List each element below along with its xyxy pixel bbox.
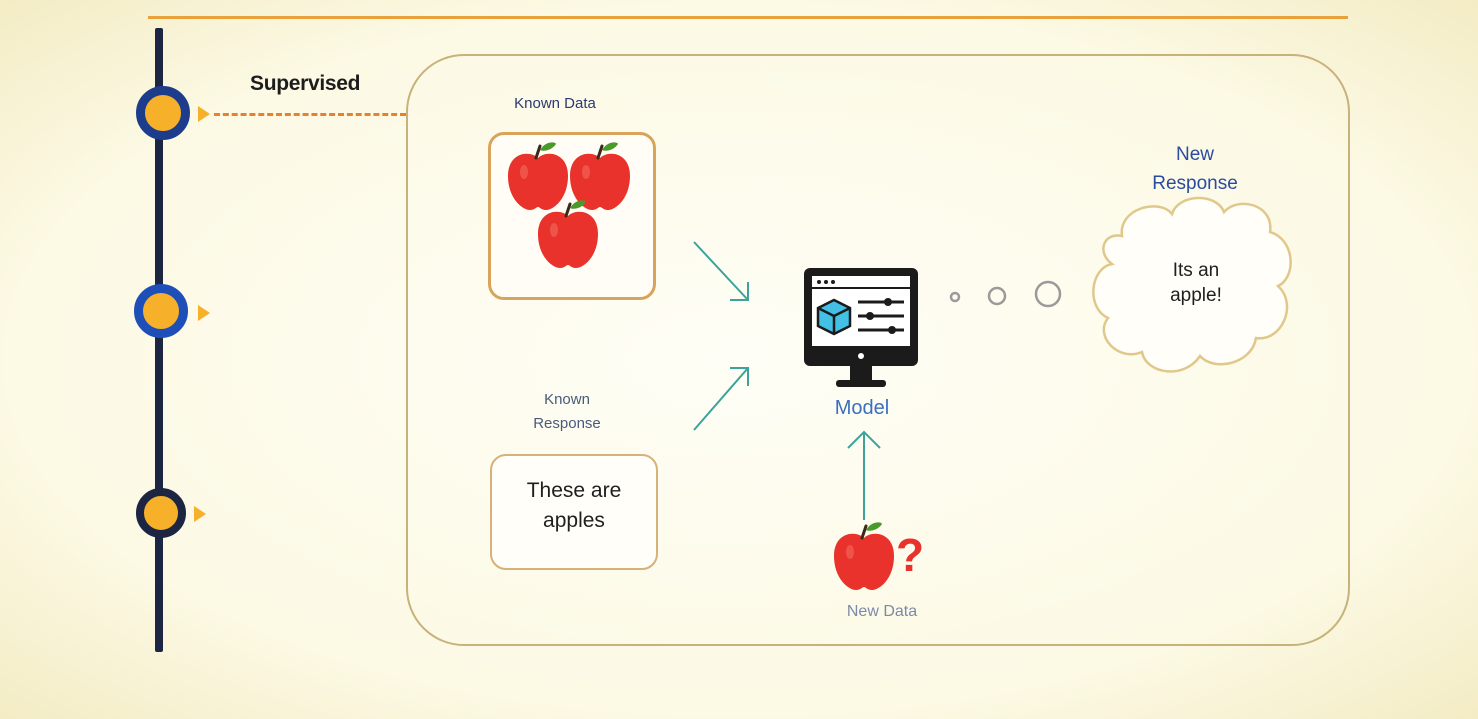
- arrow-known-data-to-model: [693, 241, 749, 301]
- known-response-label: Known Response: [504, 388, 630, 436]
- timeline-line: [155, 28, 163, 652]
- timeline-node-3[interactable]: [136, 488, 186, 538]
- supervised-connector: [214, 113, 406, 116]
- timeline-node-supervised[interactable]: [136, 86, 190, 140]
- node-pointer-1: [198, 106, 210, 122]
- diagram-panel: [406, 54, 1350, 646]
- new-data-label: New Data: [846, 603, 918, 620]
- new-response-label-line1: New: [1175, 144, 1214, 165]
- known-response-box: [490, 454, 658, 570]
- known-response-text: These are apples: [490, 476, 658, 536]
- question-mark-icon: ?: [896, 529, 925, 581]
- arrow-known-response-to-model: [693, 367, 749, 431]
- known-response-text-line2: apples: [543, 509, 605, 532]
- model-label: Model: [834, 397, 890, 419]
- new-response-label-line2: Response: [1152, 173, 1238, 194]
- thought-cloud: [1092, 196, 1292, 373]
- new-response-label: New Response: [1130, 140, 1260, 198]
- monitor-icon: [804, 268, 918, 387]
- supervised-label: Supervised: [250, 72, 361, 95]
- new-response-text-line2: apple!: [1170, 285, 1222, 306]
- known-response-label-line1: Known: [544, 391, 590, 408]
- arrow-new-data-to-model: [847, 430, 881, 520]
- known-response-text-line1: These are: [526, 479, 622, 502]
- known-response-label-line2: Response: [533, 415, 601, 432]
- timeline-node-2[interactable]: [134, 284, 188, 338]
- apple-icon: [568, 140, 632, 212]
- new-response-text-line1: Its an: [1172, 260, 1220, 281]
- known-data-label: Known Data: [514, 95, 596, 112]
- node-pointer-2: [198, 305, 210, 321]
- thought-bubbles: [949, 280, 1062, 308]
- apple-icon: [506, 140, 570, 212]
- new-response-text: Its an apple!: [1138, 258, 1254, 308]
- apple-icon: [536, 198, 600, 270]
- apple-icon: [832, 520, 896, 592]
- top-rule: [148, 16, 1348, 19]
- node-pointer-3: [194, 506, 206, 522]
